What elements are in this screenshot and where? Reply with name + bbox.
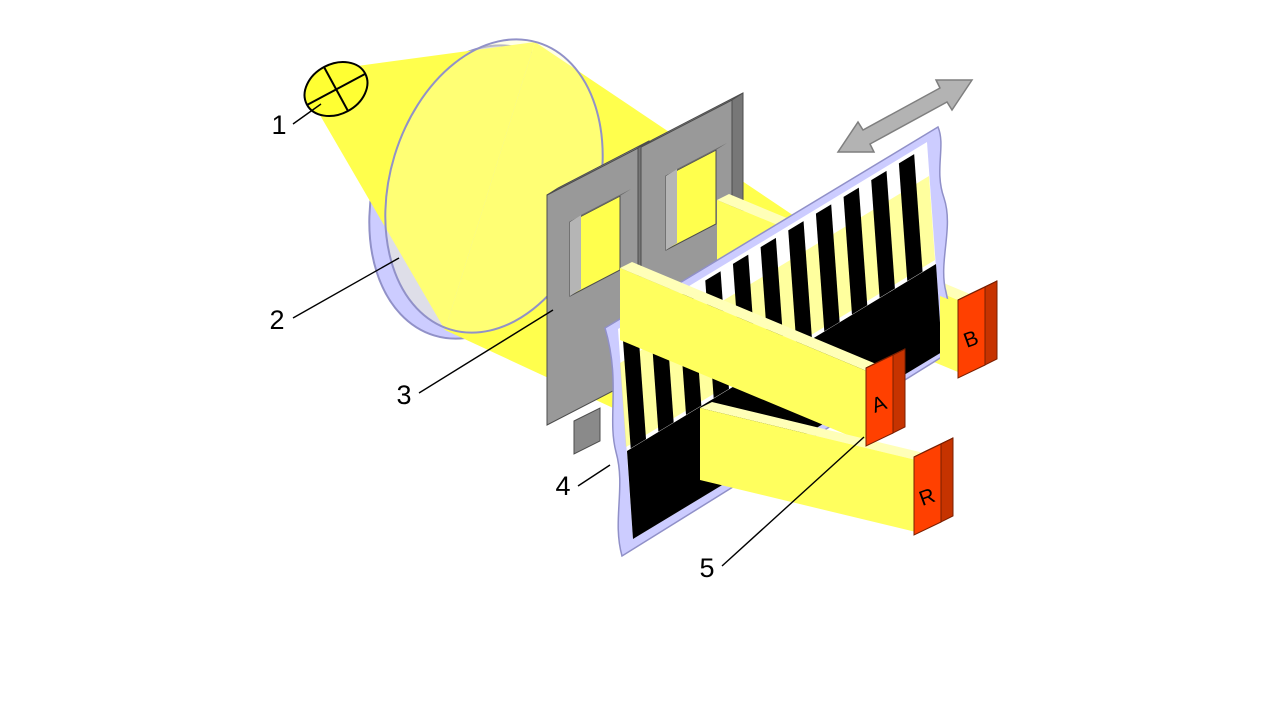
leader-lines <box>292 103 865 567</box>
bulb-filament-line-2 <box>323 66 349 112</box>
code-stripe <box>898 154 923 282</box>
detector-a-front <box>865 354 894 447</box>
detector-b-side <box>984 280 998 366</box>
leader-5 <box>721 436 865 567</box>
code-stripe <box>871 170 895 298</box>
detector-r-front <box>913 443 942 536</box>
leader-2 <box>292 257 400 319</box>
code-stripe <box>622 321 647 449</box>
mask-right-window-inner-top <box>666 143 727 176</box>
beam-slab-a <box>620 262 881 444</box>
beam-slab-r-top <box>700 402 928 460</box>
mask-left-window-inner-side <box>570 215 581 296</box>
motion-arrow-icon <box>836 79 974 153</box>
light-cone <box>317 42 535 330</box>
beam-slab-r <box>700 402 928 532</box>
callout-1: 1 <box>271 110 286 140</box>
leader-4 <box>577 464 611 487</box>
mask-mount <box>573 407 601 455</box>
mask-left-window-inner-top <box>570 189 631 222</box>
detector-r: R <box>913 437 954 536</box>
code-stripe <box>788 221 812 348</box>
detector-a-side <box>892 348 906 434</box>
beam-slab-b-exit <box>940 296 958 371</box>
beam-slab-a-top <box>620 262 881 372</box>
light-bulb-icon <box>303 61 369 117</box>
leader-3 <box>418 309 554 394</box>
detector-r-label: R <box>916 484 938 511</box>
beam-slab-a-front <box>620 268 869 444</box>
callout-4: 4 <box>555 471 570 501</box>
beam-slab-r-front <box>700 408 916 532</box>
mask-window-b-light <box>666 150 716 250</box>
detector-b: B <box>957 280 998 379</box>
code-stripe <box>815 204 840 332</box>
mask-window-a-light <box>570 196 620 296</box>
detector-a: A <box>865 348 906 447</box>
leader-1 <box>292 103 322 125</box>
code-stripe <box>843 187 868 315</box>
callout-3: 3 <box>396 380 411 410</box>
detector-r-side <box>940 437 954 523</box>
detector-b-front <box>957 286 986 379</box>
callout-2: 2 <box>269 305 284 335</box>
mask-right-window-inner-side <box>666 169 677 250</box>
callout-5: 5 <box>699 553 714 583</box>
